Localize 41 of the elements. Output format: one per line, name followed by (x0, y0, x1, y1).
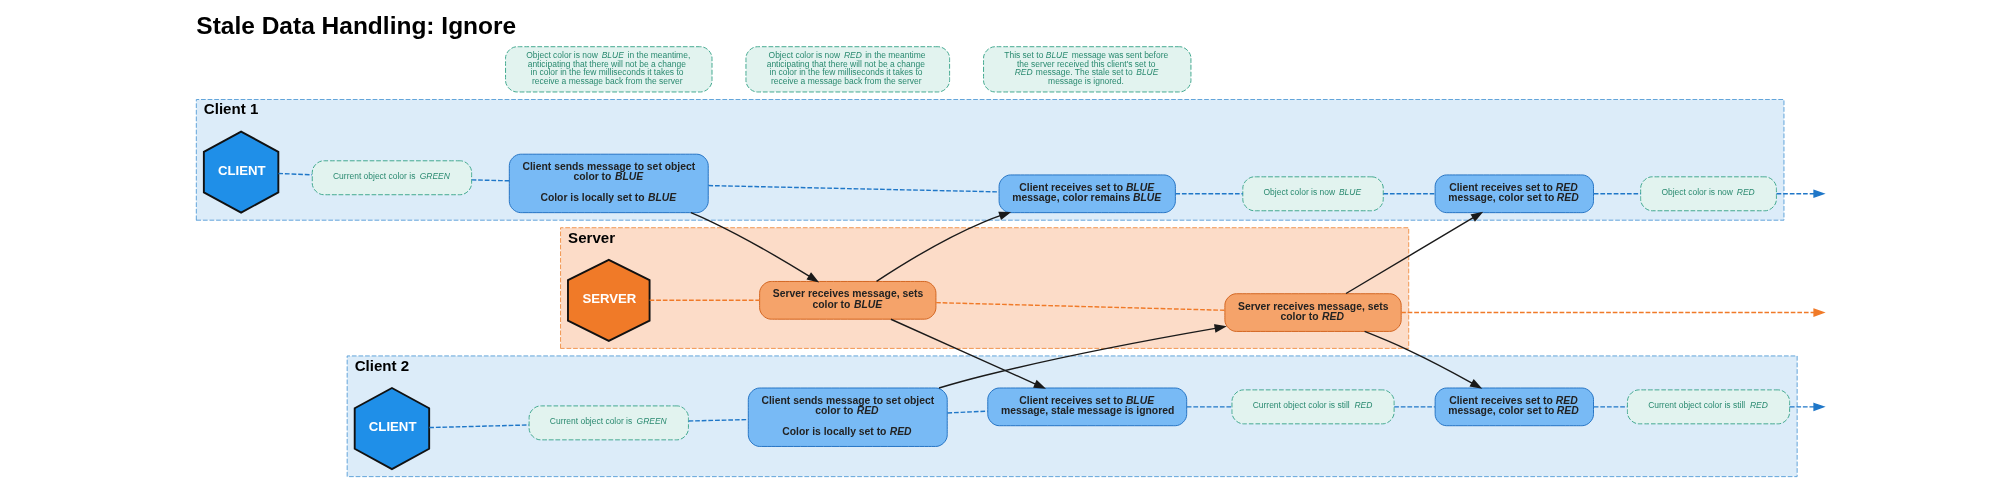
connector (1592, 406, 1628, 408)
connector (1185, 406, 1232, 408)
connector (934, 301, 1225, 311)
arrow (689, 212, 819, 283)
diagram-title: Stale Data Handling: Ignore (195, 12, 516, 40)
connector (946, 410, 988, 414)
node-box: Current object color is still RED (1626, 389, 1790, 425)
connector (1592, 193, 1641, 195)
connector (1174, 193, 1243, 195)
arrow (889, 318, 1046, 389)
arrow (1344, 211, 1483, 295)
node-box: Client sends message to set object color to RED Color is locally set to RED (747, 387, 948, 447)
connector (1393, 406, 1436, 408)
arrow (1788, 402, 1826, 412)
connector (428, 424, 529, 429)
node-box: Current object color is GREEN (311, 160, 472, 196)
connector (707, 184, 1000, 193)
arrow (1400, 308, 1826, 317)
node-box: Server receives message, sets color to BLUE (758, 281, 936, 320)
arrow (937, 324, 1227, 389)
node-box: Client receives set to RED message, color set to RED (1434, 387, 1594, 427)
arrow (875, 211, 1011, 282)
arrow (1363, 330, 1482, 389)
node-box: Object color is now RED (1639, 176, 1777, 212)
node-box: Object color is now BLUE (1241, 176, 1384, 212)
node-box: Current object color is still RED (1231, 389, 1395, 425)
node-box: Object color is now RED in the meantime anticipating that there will not be a change in color in the few milliseconds it takes to receive a message back from the server (745, 46, 950, 93)
node-box: This set to BLUE message was sent before the server received this client's set to RED message. The stale set to BLUE message is ignored. (982, 46, 1191, 93)
node-box: Client receives set to BLUE message, color remains BLUE (998, 174, 1176, 214)
node-box: Object color is now BLUE in the meantime, anticipating that there will not be a change in color in the few milliseconds it takes to receive a message back from the server (504, 46, 712, 93)
connector (1382, 193, 1436, 195)
node-box: Client sends message to set object color to BLUE Color is locally set to BLUE (508, 153, 709, 214)
node-box: Current object color is GREEN (528, 405, 689, 441)
connector (470, 179, 510, 182)
node-box: Client receives set to RED message, color set to RED (1434, 174, 1594, 214)
connector (277, 172, 313, 176)
node-box: Client receives set to BLUE message, stale message is ignored (986, 387, 1187, 427)
node-box: Server receives message, sets color to RED (1223, 293, 1402, 332)
connector (687, 418, 749, 422)
arrow (1775, 189, 1826, 199)
connector (648, 299, 760, 302)
